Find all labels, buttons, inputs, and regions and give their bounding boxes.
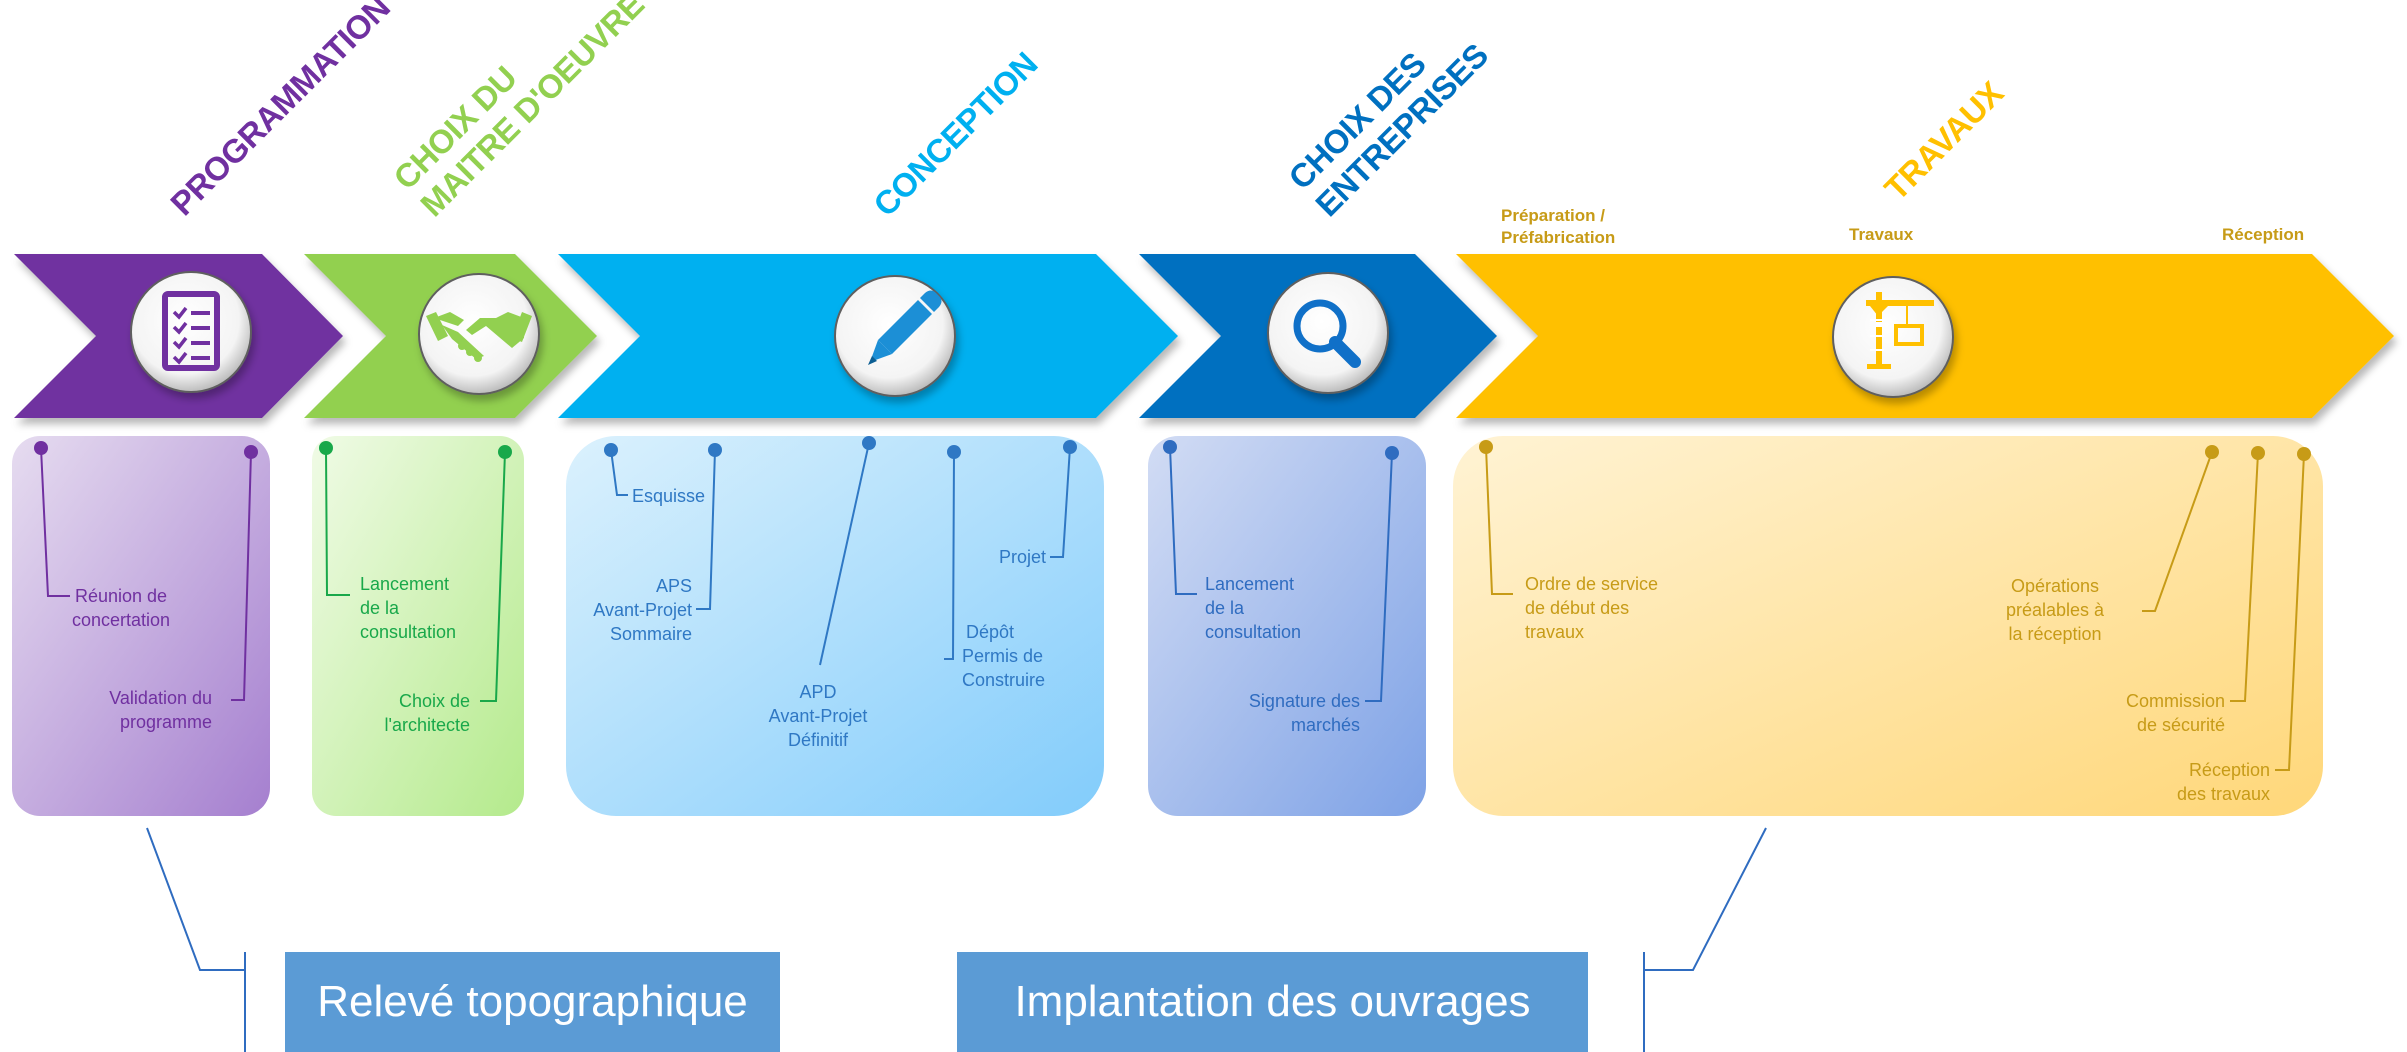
travaux-icon-circle bbox=[1832, 276, 1954, 398]
choix-entreprises-steps-box bbox=[1148, 436, 1426, 816]
step-projet: Projet bbox=[998, 547, 1046, 567]
left-bracket-line bbox=[146, 827, 245, 971]
step-validation-programme: Validation du programme bbox=[109, 688, 212, 732]
conception-steps-box bbox=[566, 436, 1104, 816]
step-commission-securite: Commission de sécurité bbox=[2125, 691, 2225, 735]
crane-icon bbox=[1866, 292, 1934, 369]
magnifier-icon bbox=[1293, 299, 1361, 368]
step-lancement-consultation-moe: Lancement de la consultation bbox=[360, 574, 457, 642]
step-reunion-concertation: Réunion de concertation bbox=[72, 586, 171, 630]
choix-moe-icon-circle bbox=[418, 273, 540, 395]
checklist-icon bbox=[162, 291, 220, 371]
step-aps: APS Avant-Projet Sommaire bbox=[593, 576, 692, 644]
step-signature-marches: Signature des marchés bbox=[1248, 691, 1360, 735]
step-esquisse: Esquisse bbox=[632, 486, 706, 506]
step-choix-architecte: Choix de l'architecte bbox=[384, 691, 470, 735]
step-operations-prealables: Opérations préalables à la réception bbox=[2005, 576, 2105, 644]
step-depot-permis: Dépôt Permis de Construire bbox=[962, 622, 1046, 690]
travaux-sublabel: Travaux bbox=[1849, 225, 1914, 244]
step-lancement-consultation-entreprises: Lancement de la consultation bbox=[1205, 574, 1302, 642]
reception-sublabel: Réception bbox=[2222, 225, 2305, 244]
releve-topographique-label: Relevé topographique bbox=[317, 977, 748, 1026]
step-ordre-de-service: Ordre de service de début des travaux bbox=[1525, 574, 1659, 642]
right-bracket-line bbox=[1644, 827, 1767, 971]
travaux-steps-box bbox=[1453, 436, 2323, 816]
step-apd: APD Avant-Projet Définitif bbox=[768, 682, 868, 750]
implantation-ouvrages-box: Implantation des ouvrages bbox=[957, 952, 1588, 1052]
choix-moe-steps-box bbox=[312, 436, 524, 816]
programmation-steps-box bbox=[12, 436, 270, 816]
handshake-icon bbox=[426, 312, 532, 362]
pencil-icon bbox=[868, 290, 942, 365]
preparation-label: Préparation / Préfabrication bbox=[1501, 206, 1616, 247]
implantation-ouvrages-label: Implantation des ouvrages bbox=[1014, 977, 1531, 1026]
choix-entreprises-icon-circle bbox=[1267, 272, 1389, 394]
programmation-icon-circle bbox=[130, 271, 252, 393]
step-reception-travaux: Réception des travaux bbox=[2176, 760, 2270, 804]
releve-topographique-box: Relevé topographique bbox=[285, 952, 780, 1052]
